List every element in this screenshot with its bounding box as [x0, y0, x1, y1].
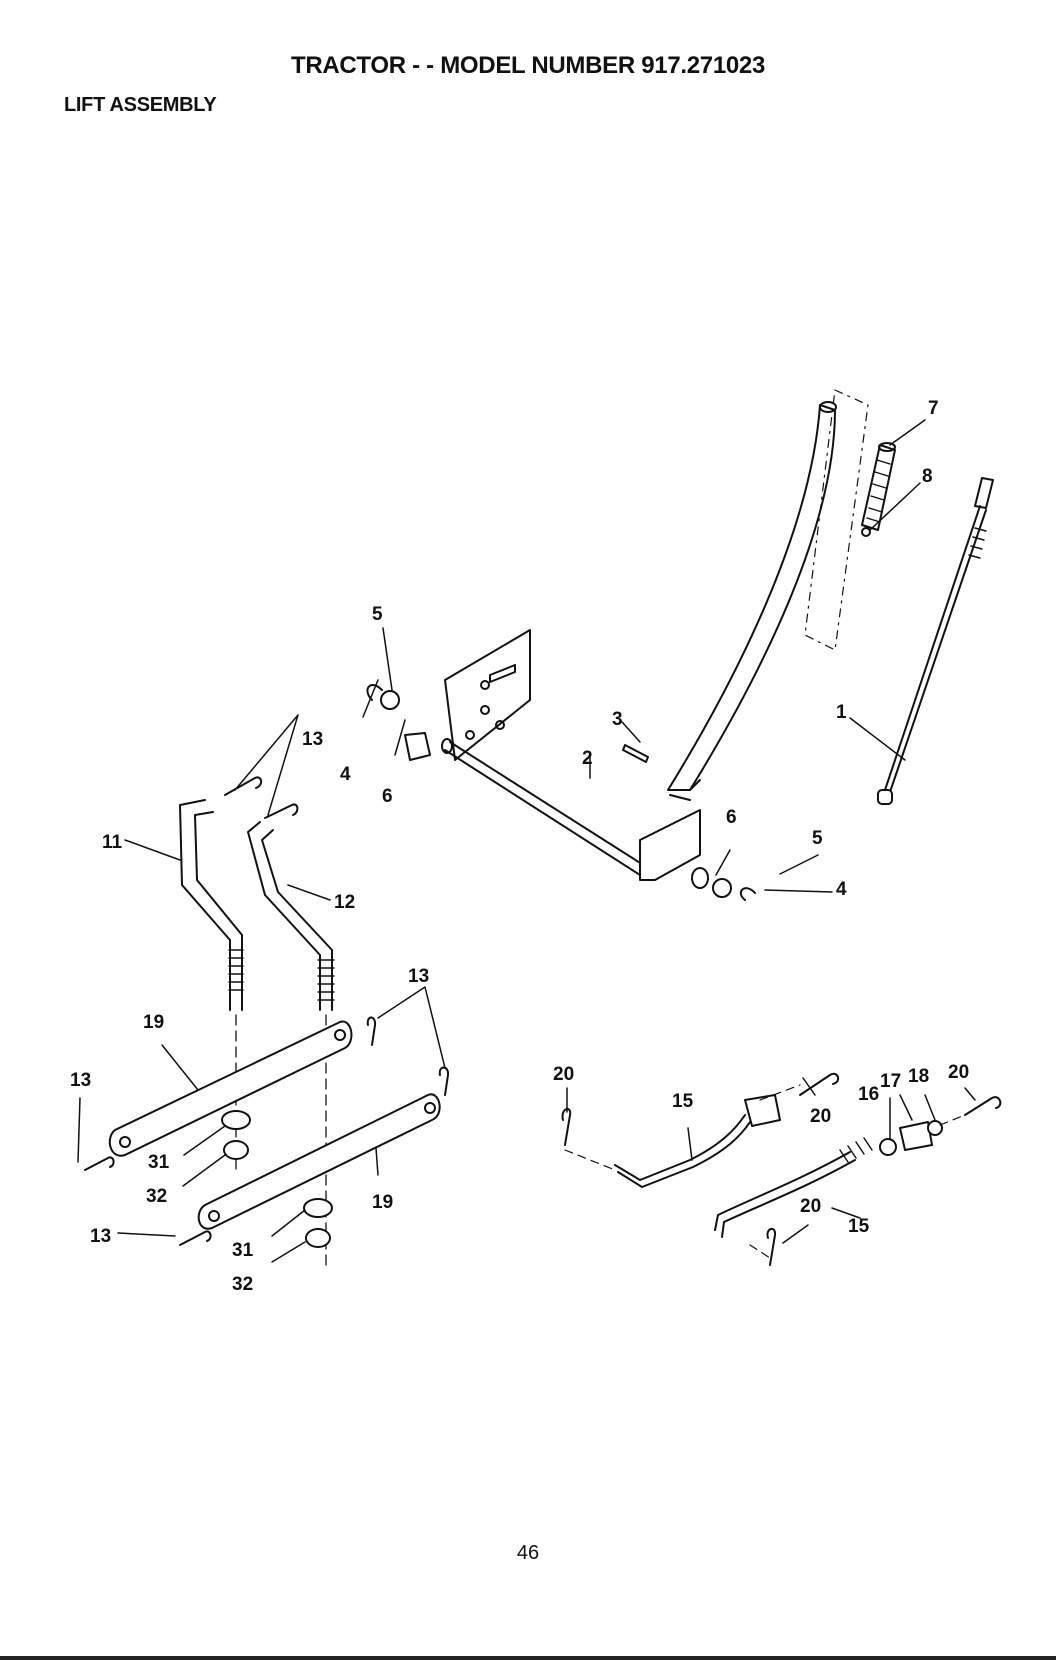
- mounting-plate: [445, 630, 530, 760]
- callout-8: 8: [922, 466, 933, 487]
- page-number: 46: [0, 1542, 1056, 1565]
- clip-pin: [965, 1097, 1000, 1115]
- callout-13: 13: [70, 1070, 91, 1091]
- callout-15: 15: [848, 1216, 870, 1237]
- callout-4: 4: [836, 879, 847, 900]
- callout-19: 19: [143, 1012, 164, 1033]
- lift-link-right: [248, 822, 332, 1010]
- callout-4: 4: [340, 764, 351, 785]
- rod-thread: [840, 1138, 872, 1162]
- retaining-ring-right: [741, 888, 755, 900]
- hairpin-clip: [85, 1157, 114, 1170]
- callout-32: 32: [146, 1186, 167, 1207]
- callout-20: 20: [810, 1106, 831, 1127]
- hairpin-clip: [180, 1231, 211, 1245]
- washer-left: [381, 691, 399, 709]
- trunnion-lower: [900, 1122, 932, 1150]
- bushing-left: [405, 733, 430, 760]
- callout-6: 6: [726, 807, 737, 828]
- callout-2: 2: [582, 748, 593, 769]
- grip-ring: [862, 528, 870, 536]
- callout-20: 20: [800, 1196, 821, 1217]
- nut-18: [928, 1121, 942, 1135]
- callout-13: 13: [302, 729, 323, 750]
- lift-shaft: [442, 739, 648, 875]
- shaft-bracket: [640, 810, 700, 880]
- dashed-connector: [760, 1085, 800, 1100]
- lift-rod: [878, 478, 993, 804]
- clip-pin: [563, 1109, 571, 1145]
- clip-pin: [800, 1074, 838, 1095]
- leader-lines: [78, 420, 975, 1262]
- link-thread-left: [229, 950, 243, 990]
- nut-32-upper: [224, 1141, 248, 1159]
- callout-13: 13: [408, 966, 429, 987]
- adjustment-rod-lower: [715, 1152, 855, 1237]
- callout-5: 5: [812, 828, 823, 849]
- nut-32-lower: [306, 1229, 330, 1247]
- callout-17: 17: [880, 1071, 901, 1092]
- callout-31: 31: [232, 1240, 254, 1261]
- washer-31-upper: [222, 1111, 250, 1129]
- nut-16: [880, 1139, 896, 1155]
- lift-link-left: [180, 800, 242, 1010]
- lift-handle: [668, 402, 836, 800]
- callout-13: 13: [90, 1226, 111, 1247]
- pin: [623, 745, 648, 762]
- callout-3: 3: [612, 709, 623, 730]
- washer-right: [713, 879, 731, 897]
- adjustment-rod-upper: [615, 1115, 750, 1187]
- dashed-connector: [750, 1245, 770, 1258]
- callout-16: 16: [858, 1084, 879, 1105]
- callout-31: 31: [148, 1152, 170, 1173]
- page-bottom-border: [0, 1656, 1056, 1660]
- handle-grip: [862, 443, 895, 530]
- callout-20: 20: [948, 1062, 969, 1083]
- callout-1: 1: [836, 702, 847, 723]
- callout-11: 11: [102, 832, 123, 853]
- bushing-right: [692, 868, 708, 888]
- dashed-connector: [565, 1150, 615, 1170]
- callout-32: 32: [232, 1274, 253, 1295]
- callout-18: 18: [908, 1066, 929, 1087]
- callout-6: 6: [382, 786, 393, 807]
- hairpin-clip: [368, 1018, 375, 1046]
- hairpin-clip: [440, 1068, 448, 1096]
- clip-pin: [767, 1229, 775, 1265]
- dashed-connector: [940, 1115, 965, 1125]
- washer-31-lower: [304, 1199, 332, 1217]
- callout-20: 20: [553, 1064, 574, 1085]
- callout-5: 5: [372, 604, 383, 625]
- callout-7: 7: [928, 398, 939, 419]
- callout-15: 15: [672, 1091, 694, 1112]
- callout-19: 19: [372, 1192, 393, 1213]
- lift-arm-upper: [110, 1022, 352, 1156]
- callout-12: 12: [334, 892, 355, 913]
